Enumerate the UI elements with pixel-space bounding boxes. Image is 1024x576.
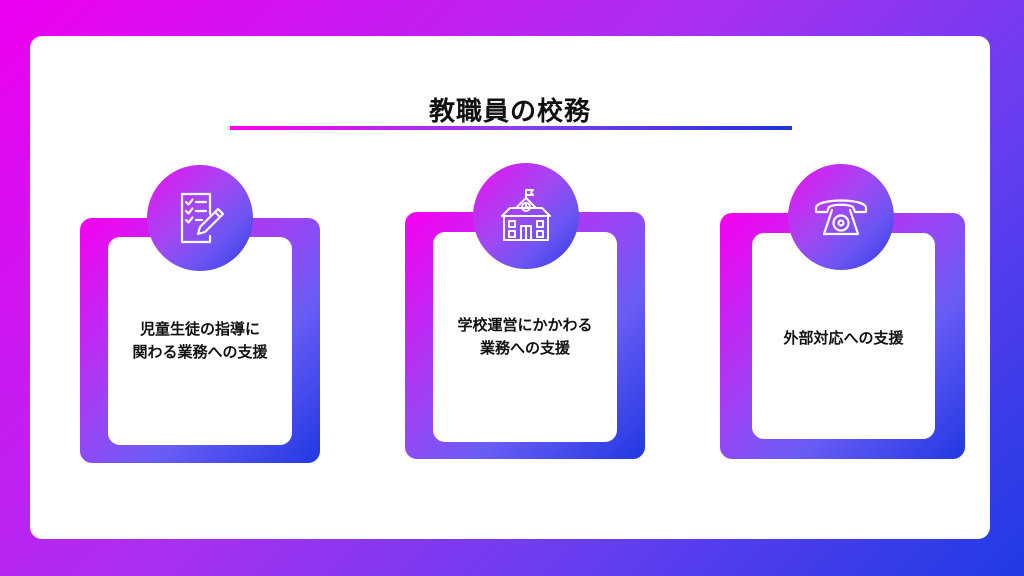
- card-body: 児童生徒の指導に 関わる業務への支援: [108, 237, 292, 445]
- card-icon-circle: [788, 164, 894, 270]
- card-icon-circle: [147, 165, 253, 271]
- school-building-icon: [501, 189, 551, 241]
- card-student-guidance: 児童生徒の指導に 関わる業務への支援: [80, 218, 320, 463]
- card-label: 外部対応への支援: [783, 329, 904, 347]
- checklist-pencil-icon: [180, 192, 225, 244]
- card-external-relations: 外部対応への支援: [720, 213, 965, 459]
- telephone-icon: [814, 199, 868, 236]
- card-label: 学校運営にかかわる 業務への支援: [457, 316, 593, 357]
- card-icon-circle: [473, 163, 579, 269]
- title-underline: [230, 126, 792, 130]
- page-title: 教職員の校務: [428, 97, 591, 127]
- card-label: 児童生徒の指導に 関わる業務への支援: [132, 320, 268, 361]
